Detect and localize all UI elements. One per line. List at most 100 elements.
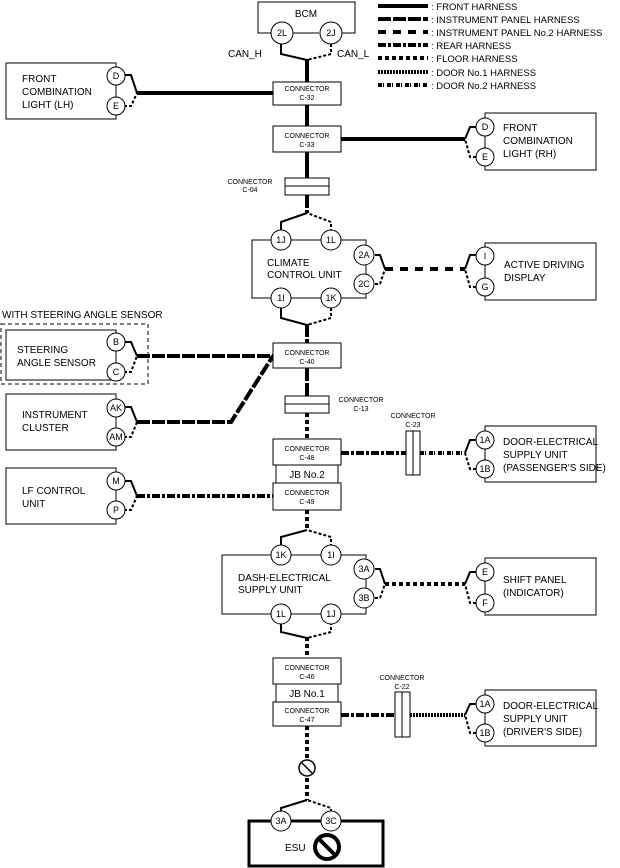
module-pin	[475, 459, 495, 479]
bcm-pin	[270, 21, 294, 45]
pin-label: 1B	[479, 728, 490, 738]
door-electrical-supply-unit-driver[interactable]: DOOR-ELECTRICAL SUPPLY UNIT (DRIVER'S SI…	[475, 689, 598, 747]
steering-angle-sensor-group[interactable]: WITH STEERING ANGLE SENSOR STEERING ANGL…	[0, 310, 163, 385]
module-box	[484, 112, 597, 171]
pin-label: I	[484, 251, 487, 261]
twist-wire	[464, 138, 476, 158]
prohibited-small-icon	[298, 759, 316, 777]
connector-c23[interactable]: CONNECTOR C-23	[391, 413, 436, 476]
module-label: CONTROL UNIT	[267, 270, 342, 281]
legend-label: : DOOR No.2 HARNESS	[431, 81, 536, 92]
connector-id: C-32	[299, 95, 314, 102]
module-pin	[106, 332, 126, 352]
pin-label: D	[482, 122, 489, 132]
module-pin	[106, 398, 126, 418]
module-pin	[106, 66, 126, 86]
module-label: DASH-ELECTRICAL	[238, 573, 331, 584]
connector-c48[interactable]: CONNECTOR C-48	[272, 438, 342, 466]
twist-wire	[464, 254, 476, 270]
module-label: DOOR-ELECTRICAL	[503, 437, 598, 448]
pin-label: F	[482, 598, 488, 608]
module-label: INSTRUMENT	[22, 410, 88, 421]
junction-box-2[interactable]: JB No.2	[275, 464, 339, 484]
legend: : FRONT HARNESS : INSTRUMENT PANEL HARNE…	[378, 2, 602, 92]
bcm-outline	[257, 1, 356, 34]
twist-wire	[306, 529, 332, 547]
pin-label: 1A	[479, 435, 490, 445]
group-label: WITH STEERING ANGLE SENSOR	[2, 310, 163, 321]
twist-wire	[280, 529, 308, 547]
pin-label: P	[113, 505, 119, 515]
pin-label: AK	[110, 403, 122, 413]
door-electrical-supply-unit-passenger[interactable]: DOOR-ELECTRICAL SUPPLY UNIT (PASSENGER'S…	[475, 425, 606, 483]
connector-id: C-40	[299, 359, 314, 366]
bcm-pin	[319, 21, 343, 45]
pin-label: G	[481, 282, 488, 292]
connector-id: C-46	[299, 674, 314, 681]
lf-control-unit[interactable]: LF CONTROL UNIT M P	[5, 467, 126, 525]
pin-label: 1K	[325, 293, 336, 303]
pin-label: E	[482, 152, 488, 162]
junction-box-1[interactable]: JB No.1	[275, 683, 339, 703]
connector-box	[272, 342, 342, 369]
module-label: ACTIVE DRIVING	[504, 260, 585, 271]
legend-label: : INSTRUMENT PANEL No.2 HARNESS	[431, 28, 602, 39]
twist-wire	[464, 439, 476, 454]
module-pin	[475, 694, 495, 714]
module-label: ESU	[285, 843, 306, 854]
connector-c49[interactable]: CONNECTOR C-49	[272, 482, 342, 511]
module-box	[5, 393, 117, 451]
pin-label: 3A	[358, 564, 369, 574]
module-pin	[270, 603, 292, 625]
twist-wire	[464, 126, 476, 140]
connector-box	[272, 701, 342, 727]
pin-label: 1L	[276, 609, 286, 619]
module-label: SUPPLY UNIT	[503, 450, 568, 461]
connector-id: C-13	[353, 406, 368, 413]
module-pin	[106, 500, 126, 520]
module-pin	[475, 593, 495, 613]
esu-module[interactable]: 3A 3C ESU	[247, 810, 385, 868]
connector-id: C-33	[299, 142, 314, 149]
twist-wire	[280, 308, 308, 326]
pin-label: 3B	[358, 593, 369, 603]
module-pin	[475, 723, 495, 743]
dash-electrical-supply-unit[interactable]: DASH-ELECTRICAL SUPPLY UNIT 1K 1I 1L 1J …	[221, 544, 375, 625]
module-box	[221, 554, 367, 615]
front-combination-light-lh[interactable]: FRONT COMBINATION LIGHT (LH) D E	[5, 62, 126, 120]
connector-c46[interactable]: CONNECTOR C-46	[272, 657, 342, 685]
connector-word: CONNECTOR	[285, 446, 330, 453]
module-label: SHIFT PANEL	[503, 575, 567, 586]
instrument-cluster[interactable]: INSTRUMENT CLUSTER AK AM	[5, 393, 126, 451]
twist-wire	[306, 308, 332, 326]
connector-c33[interactable]: CONNECTOR C-33	[272, 125, 342, 153]
climate-control-unit[interactable]: CLIMATE CONTROL UNIT 1J 1L 1I 1K 2A 2C	[251, 229, 375, 309]
bcm-module[interactable]: BCM 2L 2J CAN_H CAN_L	[228, 1, 370, 60]
module-label: DISPLAY	[504, 273, 546, 284]
shift-panel-indicator[interactable]: SHIFT PANEL (INDICATOR) E F	[475, 557, 597, 616]
connector-c04[interactable]: CONNECTOR C-04	[228, 177, 330, 196]
module-label: COMBINATION	[22, 87, 92, 98]
connector-c13[interactable]: CONNECTOR C-13	[284, 395, 384, 414]
pin-label: 3A	[275, 816, 286, 826]
module-pin	[320, 229, 342, 251]
connector-c40[interactable]: CONNECTOR C-40	[272, 342, 342, 369]
can-l-label: CAN_L	[337, 49, 370, 60]
twist-wire	[375, 583, 386, 599]
connector-c32[interactable]: CONNECTOR C-32	[272, 81, 342, 106]
module-label: FRONT	[22, 74, 56, 85]
module-box	[5, 467, 117, 525]
module-label: SUPPLY UNIT	[503, 714, 568, 725]
pin-label: 1J	[326, 609, 336, 619]
module-pin	[270, 544, 292, 566]
active-driving-display[interactable]: ACTIVE DRIVING DISPLAY I G	[475, 242, 597, 301]
connector-c47[interactable]: CONNECTOR C-47	[272, 701, 342, 727]
module-label: DOOR-ELECTRICAL	[503, 701, 598, 712]
instrument-cluster-wire	[137, 354, 275, 424]
module-box	[484, 425, 597, 483]
pin-label: 1I	[327, 550, 335, 560]
connector-c22[interactable]: CONNECTOR C-22	[380, 675, 425, 738]
connector-word: CONNECTOR	[339, 397, 384, 404]
twist-wire	[124, 74, 138, 94]
front-combination-light-rh[interactable]: FRONT COMBINATION LIGHT (RH) D E	[475, 112, 597, 171]
